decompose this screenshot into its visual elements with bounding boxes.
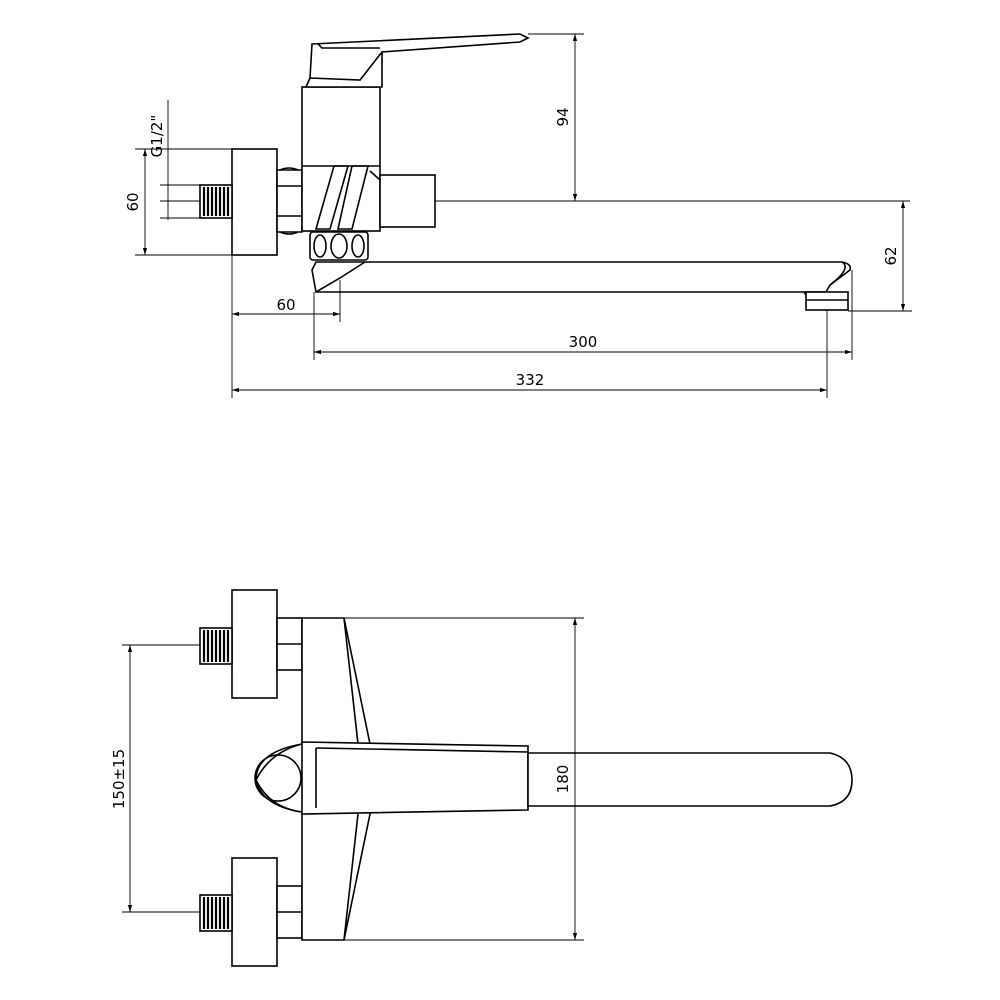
wall-block (231, 148, 278, 256)
outlet-stub (379, 174, 436, 228)
inlet-spacing-label: 150±15 (110, 749, 128, 809)
overall-length-label: 332 (516, 371, 545, 389)
body-height-label: 180 (554, 765, 572, 794)
upper-inlet (199, 589, 303, 699)
lower-inlet (199, 857, 303, 967)
lever-handle (304, 33, 530, 88)
block-height-label: 60 (124, 192, 142, 211)
hex-nut (276, 167, 303, 235)
side-view: G1/2" 60 94 62 60 300 332 (124, 33, 912, 398)
spout-offset-label: 60 (276, 296, 295, 314)
thread-label: G1/2" (148, 115, 166, 158)
front-lever (301, 741, 529, 815)
front-view: 150±15 180 (110, 589, 853, 967)
spout (311, 261, 852, 311)
mixer-body (301, 86, 381, 232)
spout-drop-label: 62 (882, 246, 900, 265)
spout-length-label: 300 (569, 333, 598, 351)
front-spout (527, 752, 853, 807)
lever-height-label: 94 (554, 107, 572, 126)
threaded-inlet (199, 184, 233, 219)
swivel-collar (309, 231, 369, 261)
